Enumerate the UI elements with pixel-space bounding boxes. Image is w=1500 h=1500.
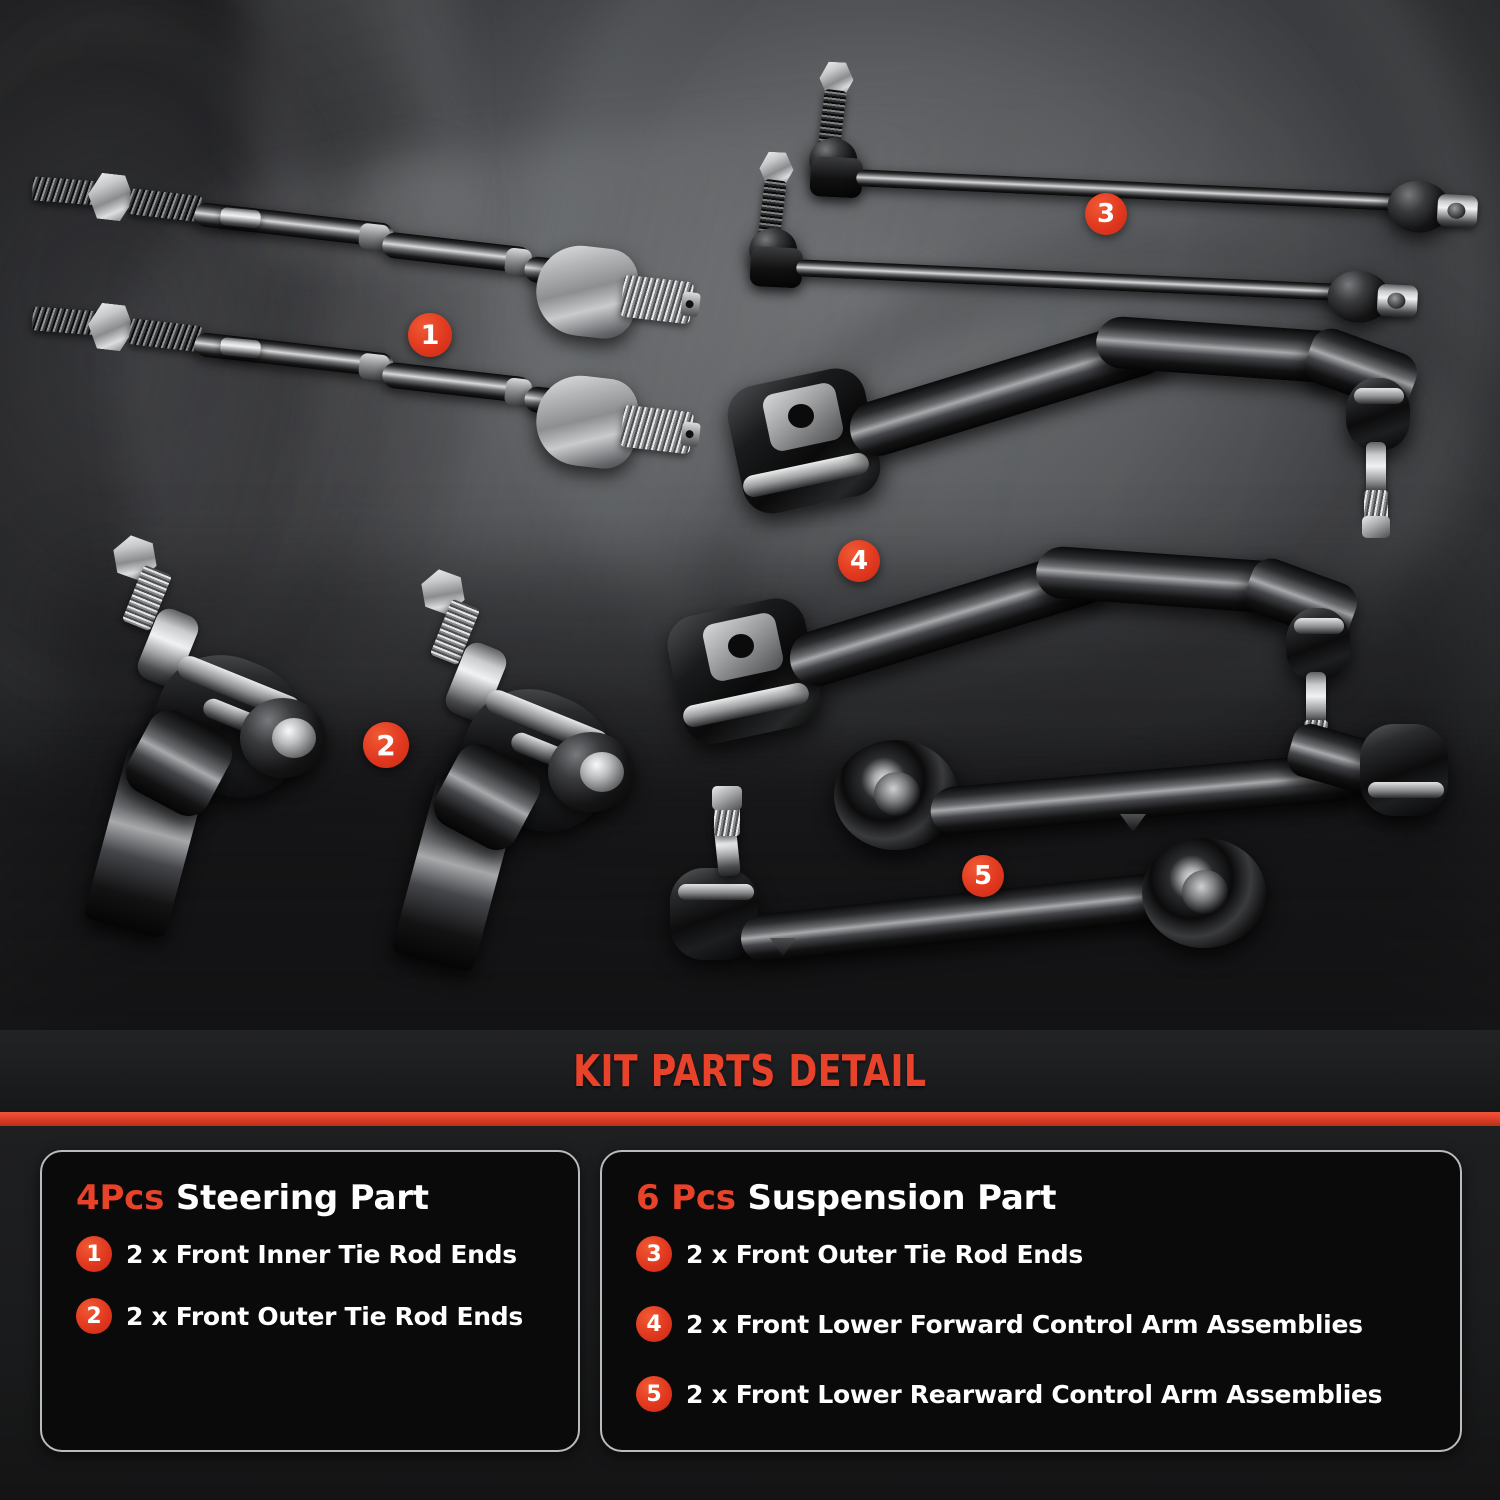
suspension-head-label: Suspension Part [747,1178,1057,1218]
kit-parts-detail-header: KIT PARTS DETAIL [0,1030,1500,1112]
suspension-items-list: 3 2 x Front Outer Tie Rod Ends 4 2 x Fro… [636,1236,1434,1412]
outer-tie-rod-end-left [82,528,362,948]
photo-callout-badge-5: 5 [962,855,1004,897]
lower-forward-control-arm-upper [716,312,1423,550]
list-item: 4 2 x Front Lower Forward Control Arm As… [636,1306,1434,1342]
steering-part-panel: 4Pcs Steering Part 1 2 x Front Inner Tie… [40,1150,580,1452]
suspension-panel-heading: 6 Pcs Suspension Part [636,1178,1434,1218]
steering-count-label: 4Pcs [76,1178,165,1218]
suspension-part-panel: 6 Pcs Suspension Part 3 2 x Front Outer … [600,1150,1462,1452]
list-item: 2 2 x Front Outer Tie Rod Ends [76,1298,552,1334]
item-label-1: 2 x Front Inner Tie Rod Ends [126,1239,517,1269]
item-badge-4: 4 [636,1306,672,1342]
outer-tie-rod-end-right [390,562,670,982]
photo-callout-badge-4: 4 [838,540,880,582]
page-title: KIT PARTS DETAIL [573,1045,927,1097]
red-divider-bar [0,1112,1500,1126]
lower-rearward-control-arm-lower [660,786,1300,990]
item-badge-3: 3 [636,1236,672,1272]
list-item: 5 2 x Front Lower Rearward Control Arm A… [636,1376,1434,1412]
photo-callout-badge-3: 3 [1085,193,1127,235]
item-label-3: 2 x Front Outer Tie Rod Ends [686,1239,1083,1269]
suspension-count-label: 6 Pcs [636,1178,736,1218]
item-label-4: 2 x Front Lower Forward Control Arm Asse… [686,1309,1363,1339]
list-item: 1 2 x Front Inner Tie Rod Ends [76,1236,552,1272]
item-badge-1: 1 [76,1236,112,1272]
steering-panel-heading: 4Pcs Steering Part [76,1178,552,1218]
photo-callout-badge-1: 1 [408,313,452,357]
lower-rearward-control-arm-upper [820,719,1460,880]
steering-items-list: 1 2 x Front Inner Tie Rod Ends 2 2 x Fro… [76,1236,552,1334]
steering-head-label: Steering Part [175,1178,429,1218]
parts-detail-section: 4Pcs Steering Part 1 2 x Front Inner Tie… [0,1126,1500,1500]
item-badge-2: 2 [76,1298,112,1334]
item-badge-5: 5 [636,1376,672,1412]
lower-forward-control-arm-lower [656,542,1363,780]
item-label-2: 2 x Front Outer Tie Rod Ends [126,1301,523,1331]
product-photo: 1 2 3 4 5 [0,0,1500,1030]
photo-callout-badge-2: 2 [363,722,409,768]
list-item: 3 2 x Front Outer Tie Rod Ends [636,1236,1434,1272]
item-label-5: 2 x Front Lower Rearward Control Arm Ass… [686,1379,1383,1409]
